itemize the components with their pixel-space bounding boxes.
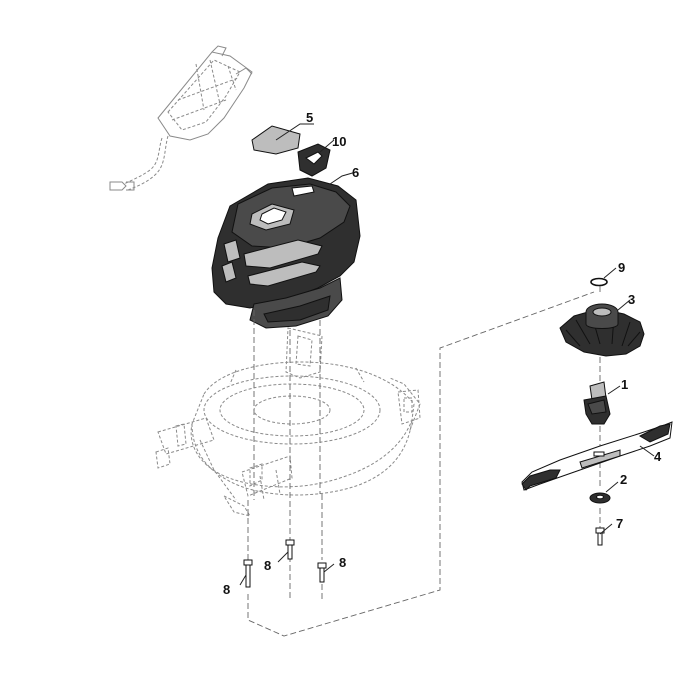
part-1-blade-adapter[interactable] <box>583 381 621 425</box>
part-5-cover-plate[interactable] <box>251 123 314 155</box>
callout-7: 7 <box>616 516 623 531</box>
part-4-blade[interactable] <box>521 421 673 491</box>
callout-4: 4 <box>654 449 662 464</box>
alignment-lines <box>247 286 601 637</box>
mower-deck-ghost <box>155 327 421 517</box>
part-7-blade-bolt[interactable] <box>595 523 613 546</box>
callout-8-left: 8 <box>223 582 230 597</box>
callout-2: 2 <box>620 472 627 487</box>
part-9-ring[interactable] <box>590 267 617 287</box>
callout-8-right: 8 <box>339 555 346 570</box>
callout-5: 5 <box>306 110 313 125</box>
callout-10: 10 <box>332 134 346 149</box>
callout-3: 3 <box>628 292 635 307</box>
callout-1: 1 <box>621 377 628 392</box>
part-6-motor-hood[interactable] <box>211 171 361 329</box>
part-8-bolt-a[interactable] <box>239 559 253 588</box>
callout-6: 6 <box>352 165 359 180</box>
part-10-clip[interactable] <box>297 139 335 177</box>
callout-8-middle: 8 <box>264 558 271 573</box>
part-2-washer[interactable] <box>589 481 619 504</box>
handle-assembly-ghost <box>109 45 253 191</box>
part-3-fan[interactable] <box>559 299 645 357</box>
part-8-bolt-b[interactable] <box>277 539 295 563</box>
callout-9: 9 <box>618 260 625 275</box>
part-8-bolt-c[interactable] <box>317 562 335 583</box>
